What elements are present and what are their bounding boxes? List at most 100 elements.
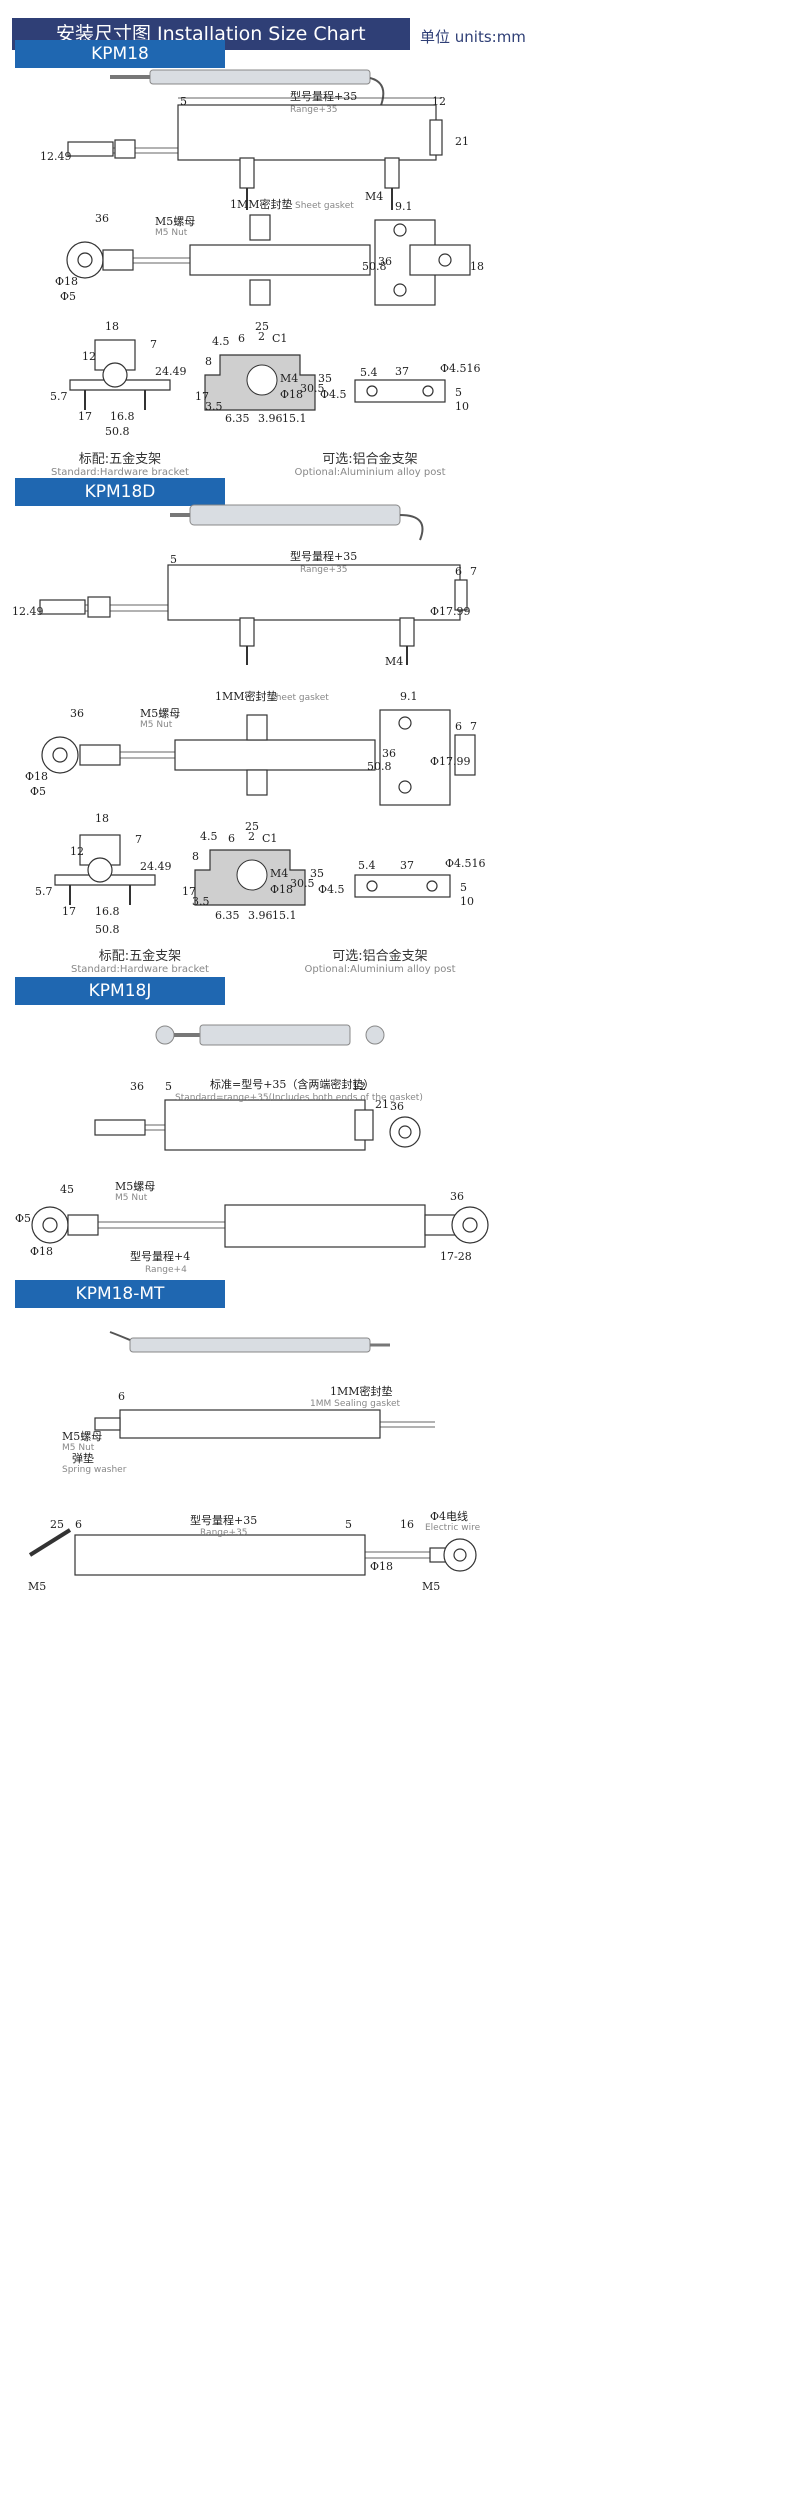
kpm18d-side-view [39, 564, 468, 665]
kpm18-aluminium-post [204, 354, 316, 411]
kpm18-product-photo [110, 69, 385, 109]
kpm18j-range4: 型号量程+4 [130, 1249, 190, 1263]
section-kpm18-header: KPM18 [15, 40, 225, 68]
kpm18mt-dim-25: 25 [50, 1518, 64, 1531]
dim-phi4-5: Φ4.5 [320, 388, 347, 401]
kpm18d-post-top-view [354, 874, 451, 898]
kpm18d-dim-18: 18 [95, 812, 109, 825]
kpm18mt-wire: Φ4电线 [430, 1509, 468, 1523]
kpm18j-dim-5: 5 [165, 1080, 172, 1093]
kpm18d-dim-6c: 6 [228, 832, 235, 845]
kpm18d-dim-5: 5 [170, 553, 177, 566]
kpm18j-dim-17-28: 17-28 [440, 1250, 472, 1263]
kpm18d-dim-36b: 36 [382, 747, 396, 760]
kpm18j-dim-12: 12 [352, 1080, 366, 1093]
dim-50-8: 50.8 [362, 260, 387, 273]
kpm18d-dim-m4: M4 [385, 655, 403, 668]
kpm18mt-wire-en: Electric wire [425, 1523, 481, 1533]
kpm18d-dim-6-35: 6.35 [215, 909, 240, 922]
dim-18: 18 [470, 260, 484, 273]
dim-21: 21 [455, 135, 469, 148]
dim-c1: C1 [272, 332, 287, 345]
kpm18j-dim-36c: 36 [450, 1190, 464, 1203]
dim-24-49: 24.49 [155, 365, 187, 378]
dim-range35: 型号量程+35 [290, 89, 357, 103]
kpm18d-dim-16-8: 16.8 [95, 905, 120, 918]
kpm18mt-sealing-en: 1MM Sealing gasket [310, 1399, 401, 1409]
dim-50-8b: 50.8 [105, 425, 130, 438]
kpm18d-dim-36: 36 [70, 707, 84, 720]
kpm18d-dim-phi4-516: Φ4.516 [445, 857, 486, 870]
kpm18mt-washer: 弹垫 [72, 1451, 94, 1465]
kpm18j-m5nut-en: M5 Nut [115, 1193, 148, 1203]
dim-37: 37 [395, 365, 409, 378]
kpm18d-range35-en: Range+35 [300, 565, 348, 575]
dim-16-8: 16.8 [110, 410, 135, 423]
kpm18-post-top-view [354, 379, 446, 403]
kpm18d-dim-35: 35 [310, 867, 324, 880]
kpm18mt-sealing: 1MM密封垫 [330, 1384, 393, 1398]
dim-6: 6 [238, 332, 245, 345]
kpm18j-side-view [94, 1099, 421, 1151]
kpm18d-dim-phi5: Φ5 [30, 785, 46, 798]
kpm18d-dim-5-7: 5.7 [35, 885, 53, 898]
kpm18j-dim-21: 21 [375, 1098, 389, 1111]
dim-m4b: M4 [280, 372, 298, 385]
kpm18d-dim-2: 2 [248, 830, 255, 843]
kpm18d-dim-phi18: Φ18 [25, 770, 48, 783]
section-kpm18d-header: KPM18D [15, 478, 225, 506]
dim-2: 2 [258, 330, 265, 343]
kpm18d-dim-9-1: 9.1 [400, 690, 418, 703]
dim-18b: 18 [105, 320, 119, 333]
kpm18mt-m5nut: M5螺母 [62, 1430, 102, 1443]
kpm18d-sheet-gasket: 1MM密封垫 [215, 689, 278, 703]
label-sheet-gasket: 1MM密封垫 [230, 197, 293, 211]
dim-5: 5 [455, 386, 462, 399]
kpm18d-dim-3-5: 3.5 [192, 895, 210, 908]
section-kpm18j-header: KPM18J [15, 977, 225, 1005]
section-kpm18mt-header: KPM18-MT [15, 1280, 225, 1308]
kpm18d-dim-17-99b: Φ17.99 [430, 755, 471, 768]
kpm18j-length-view [31, 1204, 489, 1248]
units-note: 单位 units:mm [420, 28, 526, 46]
dim-8: 8 [205, 355, 212, 368]
kpm18d-dim-5-4: 5.4 [358, 859, 376, 872]
dim-3-5: 3.5 [205, 400, 223, 413]
kpm18d-m5nut-en: M5 Nut [140, 720, 173, 730]
kpm18d-dim-37: 37 [400, 859, 414, 872]
dim-9-1: 9.1 [395, 200, 413, 213]
kpm18mt-side-view [94, 1409, 435, 1439]
kpm18d-dim-7: 7 [470, 565, 477, 578]
kpm18d-dim-m4b: M4 [270, 867, 288, 880]
dim-12-49: 12.49 [40, 150, 72, 163]
kpm18d-dim-c1: C1 [262, 832, 277, 845]
dim-phi18b: Φ18 [280, 388, 303, 401]
kpm18j-dim-phi18: Φ18 [30, 1245, 53, 1258]
kpm18d-dim-50-8: 50.8 [367, 760, 392, 773]
dim-5-4: 5.4 [360, 366, 378, 379]
kpm18d-dim-17b: 17 [182, 885, 196, 898]
kpm18d-dim-15-1: 15.1 [272, 909, 297, 922]
kpm18mt-dim-16: 16 [400, 1518, 414, 1531]
dim-5-7: 5.7 [50, 390, 68, 403]
kpm18j-dim-45: 45 [60, 1183, 74, 1196]
kpm18mt-range35-en: Range+35 [200, 1528, 248, 1538]
dim-30-5: 30.5 [300, 382, 325, 395]
kpm18d-dim-10: 10 [460, 895, 474, 908]
kpm18d-product-photo [170, 504, 424, 541]
kpm18j-product-photo [155, 1024, 385, 1046]
kpm18d-dim-3-96: 3.96 [248, 909, 273, 922]
kpm18-drawing: 5 型号量程+35 Range+35 12 21 12.49 M4 36 M5螺… [40, 69, 484, 438]
kpm18d-dim-30-5: 30.5 [290, 877, 315, 890]
kpm18d-dim-7b: 7 [470, 720, 477, 733]
kpm18d-dim-50-8b: 50.8 [95, 923, 120, 936]
dim-phi18: Φ18 [55, 275, 78, 288]
kpm18d-dim-8: 8 [192, 850, 199, 863]
kpm18d-dim-24-49: 24.49 [140, 860, 172, 873]
dim-35: 35 [318, 372, 332, 385]
kpm18j-dim-36: 36 [130, 1080, 144, 1093]
kpm18mt-m5nut-en: M5 Nut [62, 1443, 95, 1453]
